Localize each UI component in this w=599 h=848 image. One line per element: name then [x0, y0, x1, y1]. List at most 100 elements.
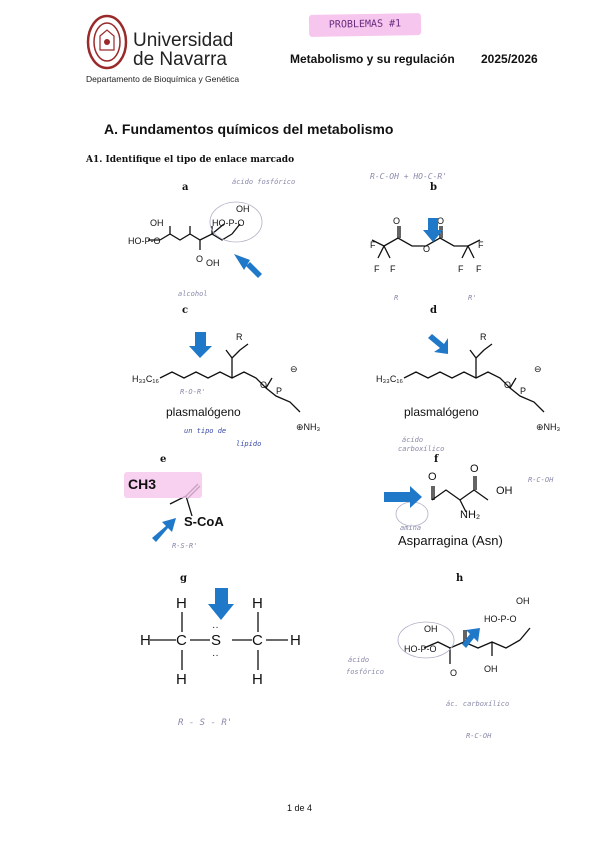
svg-text:OH: OH [496, 485, 513, 497]
acetyl-group: CH3 [128, 476, 157, 492]
svg-text:R: R [480, 332, 487, 342]
svg-text:H₃₃C₁₆: H₃₃C₁₆ [132, 374, 159, 384]
coa-residue: S-CoA [184, 514, 224, 529]
svg-text:F: F [374, 264, 380, 274]
note-b-left: R [394, 294, 399, 302]
note-a-top: ácido fosfórico [232, 178, 296, 186]
svg-text:H: H [252, 595, 263, 612]
svg-text:NH₂: NH₂ [460, 509, 480, 521]
highlight-circle-a [209, 201, 263, 243]
svg-text:H: H [252, 671, 263, 688]
course-title: Metabolismo y su regulación [290, 52, 455, 66]
svg-text:OH: OH [236, 204, 250, 214]
svg-text:O: O [260, 380, 267, 390]
academic-year: 2025/2026 [481, 52, 538, 66]
note-f-top1: ácido [402, 436, 424, 444]
structure-f-chain [431, 476, 489, 513]
note-f-top2: carboxílico [398, 445, 445, 453]
arrow-icon-a [234, 254, 262, 278]
svg-text:C: C [176, 632, 187, 649]
svg-text:P: P [276, 386, 282, 396]
svg-text:H: H [140, 632, 151, 649]
svg-text:HO-P-O: HO-P-O [484, 614, 517, 624]
question-text: A1. Identifique el tipo de enlace marcad… [86, 155, 295, 165]
note-h-bottom1: ác. carboxílico [446, 700, 510, 708]
plasmalogen-name-c: plasmalógeno [166, 405, 241, 419]
svg-text:S: S [211, 632, 221, 649]
svg-text:··: ·· [212, 650, 219, 661]
note-e: R-S-R' [172, 542, 198, 550]
panel-label-g: g [180, 573, 187, 584]
svg-text:P: P [520, 386, 526, 396]
svg-text:OH: OH [150, 218, 164, 228]
svg-text:OH: OH [424, 624, 438, 634]
page-number: 1 de 4 [286, 803, 313, 813]
svg-text:H: H [290, 632, 301, 649]
highlight-acetyl [124, 472, 202, 498]
svg-text:OH: OH [206, 258, 220, 268]
svg-text:OH: OH [484, 664, 498, 674]
svg-text:⊕NH₃: ⊕NH₃ [536, 422, 561, 432]
structure-g-bonds [150, 612, 288, 670]
highlight-circle-h [397, 621, 455, 659]
svg-text:C: C [252, 632, 263, 649]
svg-text:F: F [476, 264, 482, 274]
panel-label-h: h [456, 573, 464, 584]
note-b-top: R-C-OH + HO-C-R' [370, 172, 448, 181]
svg-text:OH: OH [516, 596, 530, 606]
arrow-icon-f [384, 486, 422, 508]
svg-text:⊖: ⊖ [290, 364, 298, 374]
arrow-icon-c [189, 332, 212, 358]
svg-text:O: O [423, 244, 430, 254]
svg-text:HO-P-O: HO-P-O [212, 218, 245, 228]
university-name-line2: de Navarra [133, 49, 227, 70]
svg-text:⊕NH₃: ⊕NH₃ [296, 422, 321, 432]
svg-text:O: O [470, 463, 479, 475]
arrow-icon-d [428, 334, 448, 354]
note-h-left1: ácido [348, 656, 370, 664]
panel-label-e: e [160, 454, 167, 465]
arrow-icon-b [423, 218, 443, 242]
svg-text:HO-P-O: HO-P-O [404, 644, 437, 654]
svg-text:F: F [390, 264, 396, 274]
note-c-mid: R-O-R' [180, 388, 206, 396]
svg-text:F: F [458, 264, 464, 274]
note-c-line2: lípido [236, 440, 262, 448]
arrow-icon-h [462, 628, 480, 648]
svg-text:F: F [370, 240, 376, 250]
svg-text:O: O [393, 216, 400, 226]
svg-text:O: O [437, 216, 444, 226]
department-name: Departamento de Bioquímica y Genética [86, 74, 240, 84]
note-f-side: R-C-OH [528, 476, 554, 484]
university-name-line1: Universidad [133, 30, 234, 51]
plasmalogen-name-d: plasmalógeno [404, 405, 479, 419]
note-h-left2: fosfórico [346, 668, 384, 676]
panel-label-a: a [182, 182, 189, 193]
panel-label-d: d [430, 305, 437, 316]
asparagine-name: Asparragina (Asn) [398, 533, 503, 548]
section-title: A. Fundamentos químicos del metabolismo [104, 121, 394, 137]
svg-text:··: ·· [212, 622, 219, 633]
note-h-bottom2: R-C-OH [466, 732, 492, 740]
arrow-icon-e [152, 518, 176, 542]
note-c-line1: un tipo de [184, 427, 227, 435]
svg-text:O: O [428, 471, 437, 483]
svg-text:⊖: ⊖ [534, 364, 542, 374]
note-g: R - S - R' [178, 718, 233, 728]
panel-label-f: f [434, 454, 439, 465]
svg-text:F: F [478, 240, 484, 250]
note-b-right: R' [468, 294, 477, 302]
structure-h-chain [423, 627, 531, 664]
svg-text:R: R [236, 332, 243, 342]
svg-text:HO-P-O: HO-P-O [128, 236, 161, 246]
svg-text:O: O [450, 668, 457, 678]
note-f-amine: amina [400, 524, 422, 532]
arrow-icon-g [208, 588, 234, 620]
note-a-bottom: alcohol [178, 290, 208, 298]
university-seal-icon [86, 14, 128, 70]
svg-text:H₃₃C₁₆: H₃₃C₁₆ [376, 374, 403, 384]
arrow-icon-group [152, 218, 480, 648]
svg-text:H: H [176, 671, 187, 688]
structure-a-chain [159, 233, 233, 241]
svg-text:O: O [196, 254, 203, 264]
